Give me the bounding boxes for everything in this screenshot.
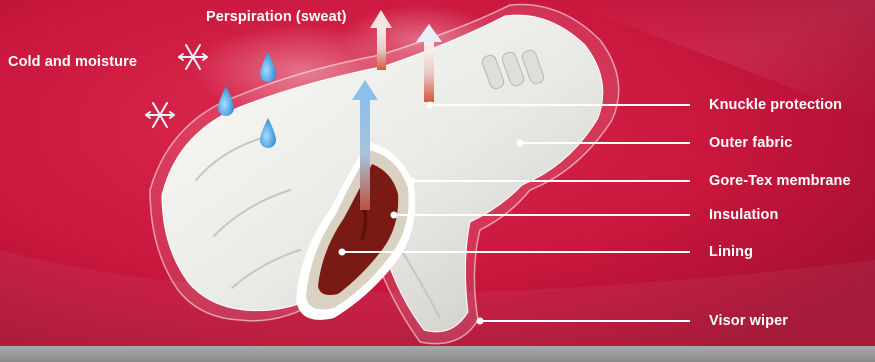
callout-insulation: Insulation xyxy=(709,207,778,223)
bottom-band xyxy=(0,346,875,362)
callout-lining: Lining xyxy=(709,244,753,260)
knuckle-pads xyxy=(481,49,546,91)
callout-outer-fabric: Outer fabric xyxy=(709,135,792,151)
callout-visor-wiper: Visor wiper xyxy=(709,313,788,329)
perspiration-label: Perspiration (sweat) xyxy=(206,9,347,25)
callout-knuckle-protection: Knuckle protection xyxy=(709,97,842,113)
cold-moisture-label: Cold and moisture xyxy=(8,54,137,70)
snowflake-icon xyxy=(146,103,174,127)
callout-gore-tex-membrane: Gore-Tex membrane xyxy=(709,173,851,189)
